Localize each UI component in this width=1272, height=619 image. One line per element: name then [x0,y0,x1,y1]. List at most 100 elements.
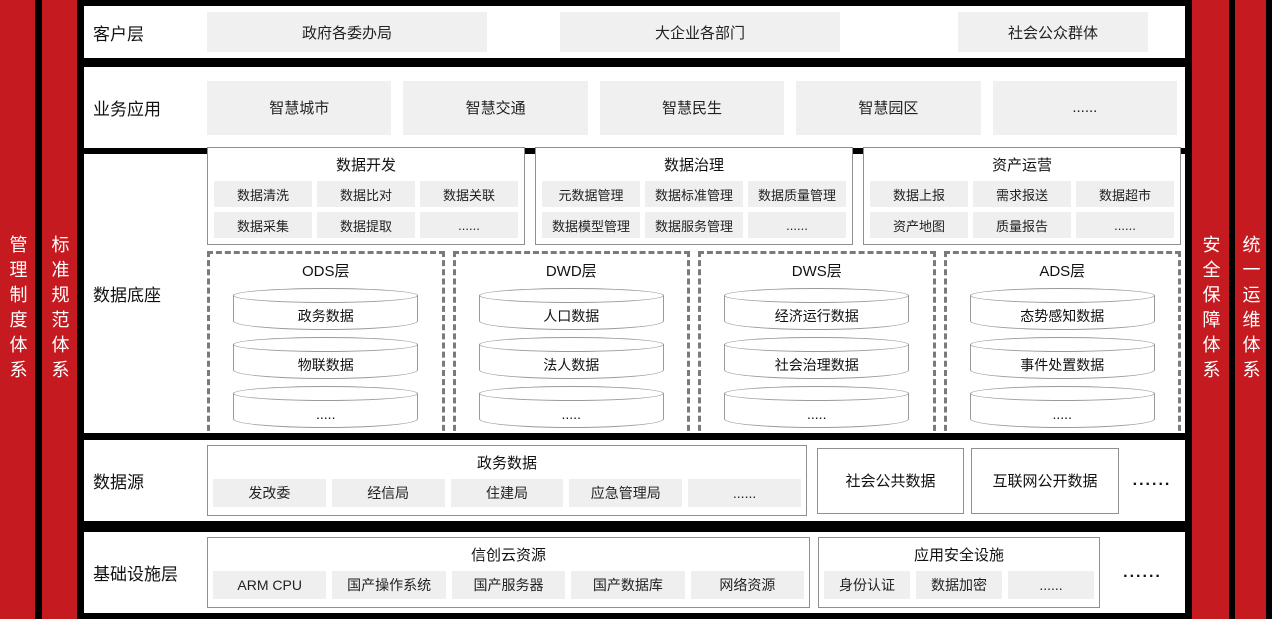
chip-data-collection: 数据采集 [214,212,312,238]
divider [84,613,1185,619]
box-social-public-data: 社会公共数据 [817,447,964,514]
business-item-smart-traffic: 智慧交通 [403,80,588,135]
layer-infrastructure-label: 基础设施层 [93,565,178,584]
chip-data-comparison: 数据比对 [317,181,415,207]
chip-asset-more: ...... [1076,212,1174,238]
cylinder-incident-data: 事件处置数据 [969,337,1155,379]
pillar-security-system: 安全保障体系 [1192,0,1229,619]
divider [84,433,1185,440]
business-item-smart-livelihood: 智慧民生 [599,80,785,135]
layer-infrastructure: 基础设施层 信创云资源 ARM CPU 国产操作系统 国产服务器 国产数据库 网… [84,532,1185,613]
group-app-security: 应用安全设施 身份认证 数据加密 ...... [818,537,1100,608]
chip-demand-submit: 需求报送 [973,181,1071,207]
cylinder-economy-data: 经济运行数据 [724,288,910,330]
chip-housing-bureau: 住建局 [450,479,564,507]
cylinder-situation-data: 态势感知数据 [969,288,1155,330]
business-item-more: ...... [992,80,1178,135]
cylinder-cap [478,288,664,303]
layer-data-platform-content: 数据开发 数据清洗 数据比对 数据关联 数据采集 数据提取 ...... 数据治… [207,147,1185,440]
layer-stack: 客户层 政府各委办局 大企业各部门 社会公众群体 业务应用 智慧城市 智慧交通 … [84,0,1185,619]
layer-data-source-label: 数据源 [93,473,144,492]
group-xinchuang-cloud-chips: ARM CPU 国产操作系统 国产服务器 国产数据库 网络资源 [213,571,805,599]
pillar-security-system-label: 安全保障体系 [1200,234,1221,385]
warehouse-dws: DWS层 经济运行数据 社会治理数据 ..... [698,251,936,440]
warehouse-dwd: DWD层 人口数据 法人数据 ..... [452,251,690,440]
layer-customer-label: 客户层 [93,24,144,44]
cylinder-label: 社会治理数据 [724,344,910,379]
chip-quality-report: 质量报告 [973,212,1071,238]
cylinder-cap [478,386,664,401]
chip-identity-auth: 身份认证 [824,571,910,599]
chip-data-extraction: 数据提取 [317,212,415,238]
pillar-management-system: 管理制度体系 [0,0,35,619]
pillar-standards-system: 标准规范体系 [42,0,77,619]
cylinder-cap [969,337,1155,352]
layer-business-content: 智慧城市 智慧交通 智慧民生 智慧园区 ...... [207,80,1185,135]
chip-gov-more: ...... [748,212,846,238]
chip-emergency-bureau: 应急管理局 [569,479,683,507]
chip-network-resource: 网络资源 [690,571,805,599]
warehouse-layers: ODS层 政务数据 物联数据 ..... DWD层 人口数据 法人数据 ....… [207,251,1185,440]
chip-data-association: 数据关联 [420,181,518,207]
cylinder-cap [724,386,910,401]
divider [84,58,1185,67]
chip-economy-info-bureau: 经信局 [331,479,445,507]
cylinder-dwd-more: ..... [478,386,664,428]
cylinder-cap [724,288,910,303]
chip-ndrc: 发改委 [213,479,326,507]
group-data-development-title: 数据开发 [335,157,396,174]
chip-domestic-os: 国产操作系统 [332,571,446,599]
divider [84,0,1185,6]
group-data-governance: 数据治理 元数据管理 数据标准管理 数据质量管理 数据模型管理 数据服务管理 .… [535,147,853,245]
cylinder-social-governance-data: 社会治理数据 [724,337,910,379]
warehouse-ods-title: ODS层 [301,263,350,280]
group-government-data-chips: 发改委 经信局 住建局 应急管理局 ...... [213,479,801,507]
warehouse-dws-title: DWS层 [791,263,842,280]
warehouse-ods: ODS层 政务数据 物联数据 ..... [207,251,445,440]
layer-data-source-content: 政务数据 发改委 经信局 住建局 应急管理局 ...... 社会公共数据 互联网… [207,445,1185,516]
group-xinchuang-cloud: 信创云资源 ARM CPU 国产操作系统 国产服务器 国产数据库 网络资源 [207,537,810,608]
capability-groups: 数据开发 数据清洗 数据比对 数据关联 数据采集 数据提取 ...... 数据治… [207,147,1185,245]
chip-dev-more: ...... [420,212,518,238]
chip-standard-mgmt: 数据标准管理 [645,181,743,207]
cylinder-ads-more: ..... [969,386,1155,428]
pillar-management-system-label: 管理制度体系 [7,234,28,385]
cylinder-cap [478,337,664,352]
cylinder-cap [969,288,1155,303]
chip-metadata-mgmt: 元数据管理 [542,181,640,207]
group-xinchuang-cloud-title: 信创云资源 [470,547,546,564]
layer-customer: 客户层 政府各委办局 大企业各部门 社会公众群体 [84,6,1185,58]
warehouse-ads-title: ADS层 [1039,263,1086,280]
pillar-ops-system: 统一运维体系 [1235,0,1266,619]
group-data-governance-chips: 元数据管理 数据标准管理 数据质量管理 数据模型管理 数据服务管理 ...... [536,179,852,244]
group-asset-operation: 资产运营 数据上报 需求报送 数据超市 资产地图 质量报告 ...... [863,147,1181,245]
layer-business: 业务应用 智慧城市 智慧交通 智慧民生 智慧园区 ...... [84,67,1185,148]
chip-model-mgmt: 数据模型管理 [542,212,640,238]
group-app-security-chips: 身份认证 数据加密 ...... [824,571,1094,599]
chip-quality-mgmt: 数据质量管理 [748,181,846,207]
group-data-development: 数据开发 数据清洗 数据比对 数据关联 数据采集 数据提取 ...... [207,147,525,245]
business-item-smart-park: 智慧园区 [796,80,981,135]
group-asset-operation-title: 资产运营 [991,157,1052,174]
cylinder-cap [233,386,419,401]
layer-data-platform: 数据底座 数据开发 数据清洗 数据比对 数据关联 数据采集 数据提取 .....… [84,147,1185,440]
data-source-more: ...... [1132,471,1172,489]
group-data-development-chips: 数据清洗 数据比对 数据关联 数据采集 数据提取 ...... [208,179,524,244]
divider [84,521,1185,532]
cylinder-cap [233,337,419,352]
chip-arm-cpu: ARM CPU [213,571,327,599]
chip-service-mgmt: 数据服务管理 [645,212,743,238]
business-item-smart-city: 智慧城市 [207,80,392,135]
warehouse-ads: ADS层 态势感知数据 事件处置数据 ..... [943,251,1181,440]
group-app-security-title: 应用安全设施 [913,547,1004,564]
group-asset-operation-chips: 数据上报 需求报送 数据超市 资产地图 质量报告 ...... [864,179,1180,244]
warehouse-dwd-title: DWD层 [545,263,597,280]
cylinder-cap [724,337,910,352]
chip-data-market: 数据超市 [1076,181,1174,207]
chip-security-more: ...... [1008,571,1094,599]
chip-data-encryption: 数据加密 [916,571,1002,599]
layer-infrastructure-content: 信创云资源 ARM CPU 国产操作系统 国产服务器 国产数据库 网络资源 应用… [207,537,1185,608]
chip-domestic-database: 国产数据库 [571,571,685,599]
layer-customer-content: 政府各委办局 大企业各部门 社会公众群体 [207,12,1185,52]
